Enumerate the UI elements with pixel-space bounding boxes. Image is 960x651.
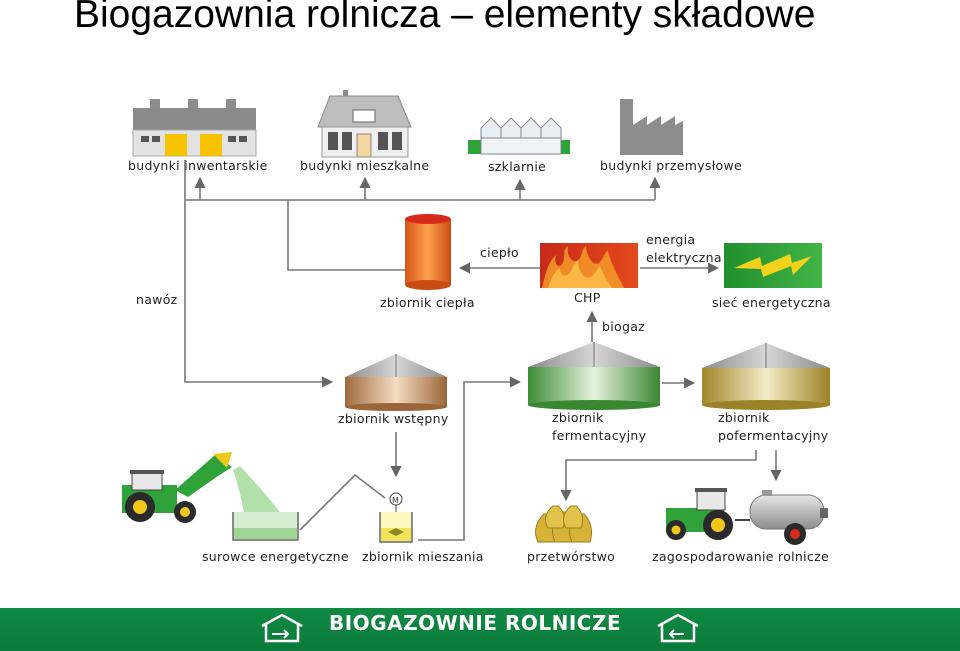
label-heat-tank: zbiornik ciepła <box>380 295 475 310</box>
factory-icon <box>620 99 683 155</box>
label-mixing-tank: zbiornik mieszania <box>362 549 484 564</box>
heat-distribution-lines <box>185 176 661 271</box>
label-tank: zbiornik <box>552 410 604 425</box>
label-livestock-buildings: budynki inwentarskie <box>128 158 268 173</box>
label-biogas: biogaz <box>602 319 645 334</box>
footer-bar <box>0 608 960 651</box>
label-agricultural-use: zagospodarowanie rolnicze <box>652 549 829 564</box>
processing-sacks-icon <box>535 505 593 543</box>
footer-brand: BIOGAZOWNIE ROLNICZE <box>329 611 622 635</box>
label-electric: elektryczna <box>646 250 722 265</box>
greenhouse-icon <box>468 117 570 155</box>
chp-unit-icon <box>540 243 638 288</box>
conveyor-line <box>299 473 386 531</box>
house-logo-left-icon <box>261 613 303 643</box>
svg-text:M: M <box>392 496 399 505</box>
residential-building-icon <box>317 90 412 158</box>
label-energy-feedstock: surowce energetyczne <box>202 549 349 564</box>
loader-tractor-icon <box>122 452 232 523</box>
to-processing-line <box>560 450 757 502</box>
post-fermentation-tank-icon <box>702 343 830 410</box>
house-logo-right-icon <box>657 613 699 643</box>
label-tank-2: zbiornik <box>718 410 770 425</box>
page-title: Biogazownia rolnicza – elementy składowe <box>74 0 816 36</box>
tanker-tractor-icon <box>666 488 828 545</box>
label-fertilizer: nawóz <box>136 292 178 307</box>
mixer-to-fermenter-line <box>418 376 522 541</box>
feedstock-pit-icon <box>232 466 299 541</box>
livestock-building-icon <box>132 99 257 157</box>
power-grid-icon <box>724 243 822 288</box>
fertilizer-line <box>184 178 334 388</box>
pre-tank-icon <box>345 354 447 411</box>
heat-storage-tank-icon <box>405 214 451 290</box>
label-chp: CHP <box>574 290 601 305</box>
label-power-grid: sieć energetyczna <box>712 295 831 310</box>
fermentation-tank-icon <box>528 342 660 410</box>
label-industrial-buildings: budynki przemysłowe <box>600 158 742 173</box>
mixing-tank-icon: M <box>379 492 413 543</box>
label-greenhouses: szklarnie <box>488 159 546 174</box>
label-residential-buildings: budynki mieszkalne <box>300 158 429 173</box>
label-energy: energia <box>646 232 695 247</box>
label-processing: przetwórstwo <box>527 549 615 564</box>
label-heat: ciepło <box>480 245 519 260</box>
label-fermentation: fermentacyjny <box>552 428 647 443</box>
label-pre-tank: zbiornik wstępny <box>338 411 449 426</box>
label-post-fermentation: pofermentacyjny <box>718 428 829 443</box>
